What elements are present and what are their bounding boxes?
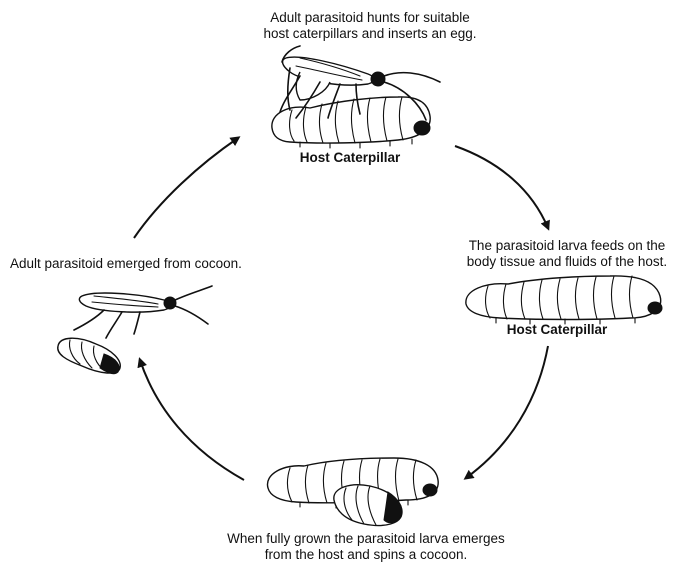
right-host-caterpillar-label: Host Caterpillar [507,322,608,337]
cycle-arrow-bottom-to-left [140,360,244,480]
top-caption-line1: Adult parasitoid hunts for suitable [270,10,470,25]
cycle-arrow-right-to-bottom [466,346,548,478]
cycle-arrow-left-to-top [134,138,238,238]
top-caption-line2: host caterpillars and inserts an egg. [263,26,476,41]
right-caption-line1: The parasitoid larva feeds on the [469,238,666,253]
top-host-caterpillar-label: Host Caterpillar [300,150,401,165]
empty-cocoon-left [58,338,121,373]
adult-parasitoid-wasp-left [74,286,212,338]
host-caterpillar-right [466,276,662,324]
left-caption: Adult parasitoid emerged from cocoon. [10,256,242,271]
right-caption-line2: body tissue and fluids of the host. [467,254,667,269]
cycle-arrow-top-to-right [455,146,548,228]
host-caterpillar-top [272,97,430,148]
bottom-caption-line2: from the host and spins a cocoon. [265,547,468,562]
bottom-caption-line1: When fully grown the parasitoid larva em… [227,531,505,546]
